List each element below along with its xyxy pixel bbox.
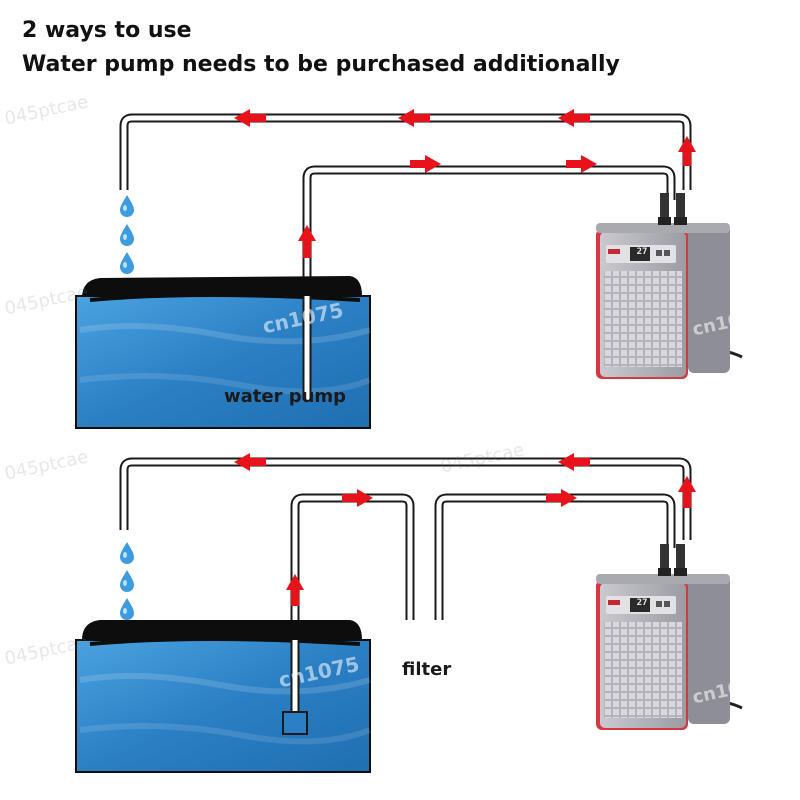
- water-tank: [75, 620, 372, 773]
- water-pump-icon: [282, 711, 308, 735]
- chiller-display-bottom: 27: [636, 598, 648, 608]
- water-pump-label: water pump: [224, 386, 347, 407]
- water-chiller-icon: [594, 542, 744, 732]
- water-droplet-icon: [120, 542, 134, 564]
- flow-arrow-icon: [234, 109, 696, 258]
- filter-label: filter: [402, 659, 452, 680]
- water-droplet-icon: [120, 570, 134, 592]
- water-chiller-icon: [594, 191, 744, 381]
- water-droplet-icon: [120, 598, 134, 620]
- water-droplet-icon: [120, 252, 134, 274]
- water-tank: [75, 276, 372, 429]
- title-line-1: 2 ways to use: [22, 18, 192, 43]
- water-droplet-icon: [120, 195, 134, 217]
- title-line-2: Water pump needs to be purchased additio…: [22, 52, 620, 77]
- water-droplet-icon: [120, 224, 134, 246]
- chiller-display-top: 27: [636, 247, 648, 257]
- flow-arrow-icon: [234, 453, 696, 606]
